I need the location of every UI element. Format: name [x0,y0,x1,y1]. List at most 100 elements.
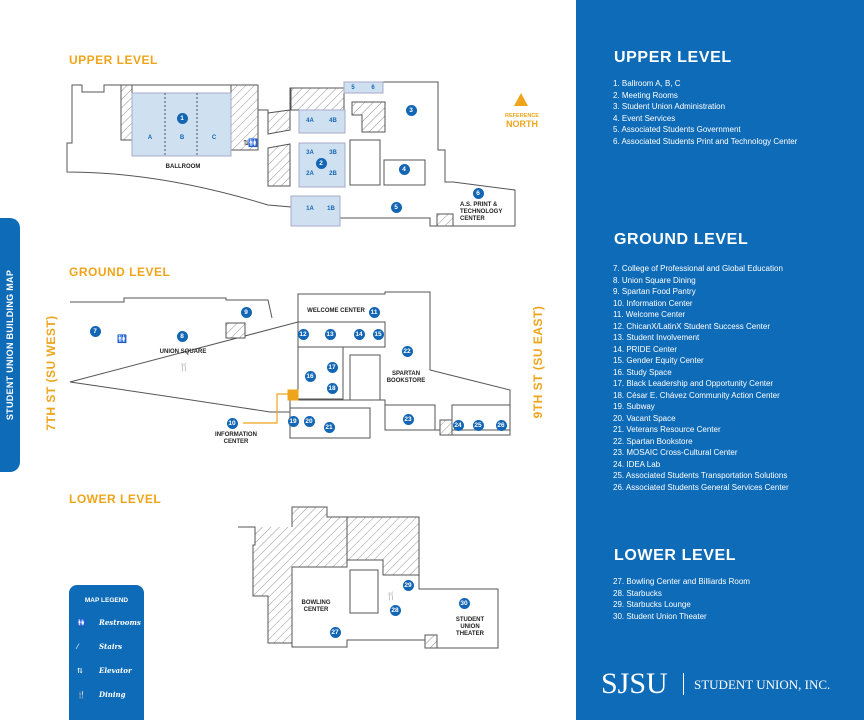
directory-item: 14. PRIDE Center [613,344,678,354]
directory-item: 17. Black Leadership and Opportunity Cen… [613,379,774,388]
theater-label: STUDENT UNION THEATER [455,617,485,637]
marker-21[interactable]: 21 [323,421,335,433]
directory-item: 18. César E. Chávez Community Action Cen… [613,390,780,400]
marker-2[interactable]: 2 [315,157,327,169]
room-c: C [211,135,217,141]
directory-item: 15. Gender Equity Center [613,356,704,365]
lower-level-title: LOWER LEVEL [69,492,162,506]
directory-item: 8. Union Square Dining [613,275,696,285]
marker-3[interactable]: 3 [405,104,417,116]
restroom-icon: 🚻 [77,618,86,627]
marker-30[interactable]: 30 [458,597,470,609]
directory-item: 19. Subway [613,402,655,411]
room-5: 5 [351,85,355,91]
marker-23[interactable]: 23 [402,413,414,425]
marker-5[interactable]: 5 [390,201,402,213]
marker-12[interactable]: 12 [297,328,309,340]
marker-27[interactable]: 27 [329,626,341,638]
marker-15[interactable]: 15 [372,328,384,340]
sjsu-logo: SJSU [601,667,668,700]
marker-7[interactable]: 7 [89,325,101,337]
marker-26[interactable]: 26 [495,419,507,431]
panel-ground-title: GROUND LEVEL [614,231,749,248]
marker-14[interactable]: 14 [353,328,365,340]
room-1a: 1A [306,206,314,212]
directory-item: 7. College of Professional and Global Ed… [613,264,783,273]
room-4a: 4A [306,118,314,124]
floor-plans [66,81,528,649]
elevator-icon: ⇅ [77,666,83,675]
marker-11[interactable]: 11 [368,306,380,318]
marker-18[interactable]: 18 [326,382,338,394]
marker-1[interactable]: 1 [176,112,188,124]
directory-item: 21. Veterans Resource Center [613,425,721,434]
marker-6[interactable]: 6 [472,187,484,199]
legend-elevator: ⇅Elevator [77,666,132,675]
room-b: B [179,135,185,141]
marker-16[interactable]: 16 [304,370,316,382]
marker-13[interactable]: 13 [324,328,336,340]
directory-item: 3. Student Union Administration [613,102,726,111]
side-tab: STUDENT UNION BUILDING MAP [0,218,20,472]
dining-icon: 🍴 [179,362,189,372]
marker-28[interactable]: 28 [389,604,401,616]
marker-4[interactable]: 4 [398,163,410,175]
directory-item: 29. Starbucks Lounge [613,600,691,609]
logo-text: STUDENT UNION, INC. [694,677,831,692]
room-1b: 1B [327,206,335,212]
welcome-center-label: WELCOME CENTER [307,308,365,314]
marker-29[interactable]: 29 [402,579,414,591]
street-west-label: 7TH ST (SU WEST) [44,315,58,431]
panel-lower-title: LOWER LEVEL [614,547,737,564]
directory-item: 13. Student Involvement [613,333,700,342]
union-square-label: UNION SQUARE [159,349,207,355]
north-label: REFERENCE [505,113,539,119]
marker-19[interactable]: 19 [287,415,299,427]
legend-restrooms: 🚻Restrooms [77,618,141,627]
panel-upper-title: UPPER LEVEL [614,49,732,66]
bowling-center-label: BOWLING CENTER [301,600,331,613]
directory-item: 22. Spartan Bookstore [613,436,693,446]
directory-item: 30. Student Union Theater [613,611,707,621]
marker-9[interactable]: 9 [240,306,252,318]
directory-item: 26. Associated Students General Services… [613,482,789,492]
room-2b: 2B [329,171,337,177]
directory-item: 12. ChicanX/LatinX Student Success Cente… [613,321,770,331]
marker-20[interactable]: 20 [303,415,315,427]
upper-level-title: UPPER LEVEL [69,53,158,67]
directory-item: 11. Welcome Center [613,310,686,319]
restroom-icon: 🚻 [248,138,258,148]
directory-item: 6. Associated Students Print and Technol… [613,136,798,146]
legend-stairs: ⁄Stairs [77,642,123,651]
stairs-icon: ⁄ [77,642,79,651]
logo-divider [683,673,684,695]
marker-17[interactable]: 17 [326,361,338,373]
bookstore-label: SPARTAN BOOKSTORE [386,371,426,384]
marker-24[interactable]: 24 [452,419,464,431]
north-label-main: NORTH [506,119,538,129]
room-a: A [147,135,153,141]
directory-item: 10. Information Center [613,298,693,308]
directory-item: 2. Meeting Rooms [613,90,678,100]
directory-item: 25. Associated Students Transportation S… [613,471,788,480]
directory-item: 16. Study Space [613,367,672,377]
room-3b: 3B [329,150,337,156]
map-legend: MAP LEGEND 🚻Restrooms ⁄Stairs ⇅Elevator … [69,585,144,720]
marker-10[interactable]: 10 [226,417,238,429]
ground-level-title: GROUND LEVEL [69,265,171,279]
dining-icon: 🍴 [386,591,396,601]
print-center-label: A.S. PRINT & TECHNOLOGY CENTER [460,202,503,222]
directory-item: 9. Spartan Food Pantry [613,287,696,296]
directory-item: 24. IDEA Lab [613,459,661,469]
directory-item: 28. Starbucks [613,588,662,598]
marker-22[interactable]: 22 [401,345,413,357]
directory-item: 4. Event Services [613,113,676,123]
street-east-label: 9TH ST (SU EAST) [531,305,545,419]
marker-25[interactable]: 25 [472,419,484,431]
room-4b: 4B [329,118,337,124]
directory-item: 5. Associated Students Government [613,125,741,134]
ballroom-label: BALLROOM [165,164,201,170]
marker-8[interactable]: 8 [176,330,188,342]
